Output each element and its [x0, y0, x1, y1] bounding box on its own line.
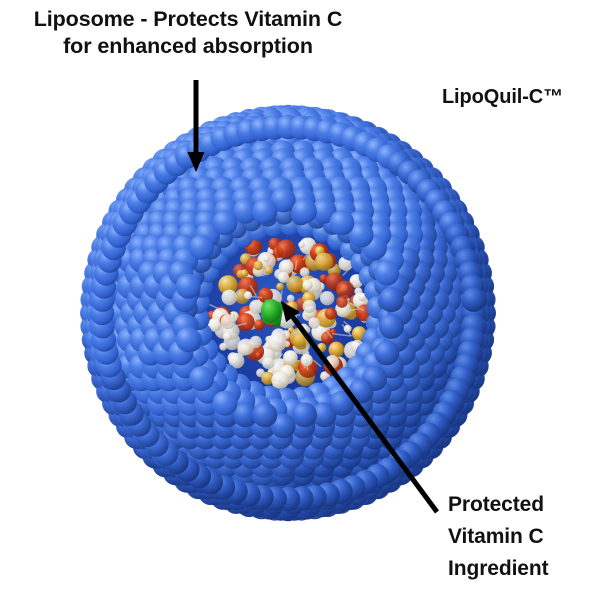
title-line-2: for enhanced absorption: [63, 34, 313, 58]
callout-line-2: Vitamin C: [448, 525, 544, 548]
ingredient-marker: [261, 299, 284, 327]
callout-annotation: Protected Vitamin C Ingredient: [448, 489, 598, 585]
title-annotation: Liposome - Protects Vitamin C for enhanc…: [18, 6, 358, 60]
callout-line-3: Ingredient: [448, 557, 549, 580]
brand-label: LipoQuil-C™: [441, 86, 564, 108]
title-line-1: Liposome - Protects Vitamin C: [33, 7, 343, 31]
callout-line-1: Protected: [448, 493, 544, 516]
